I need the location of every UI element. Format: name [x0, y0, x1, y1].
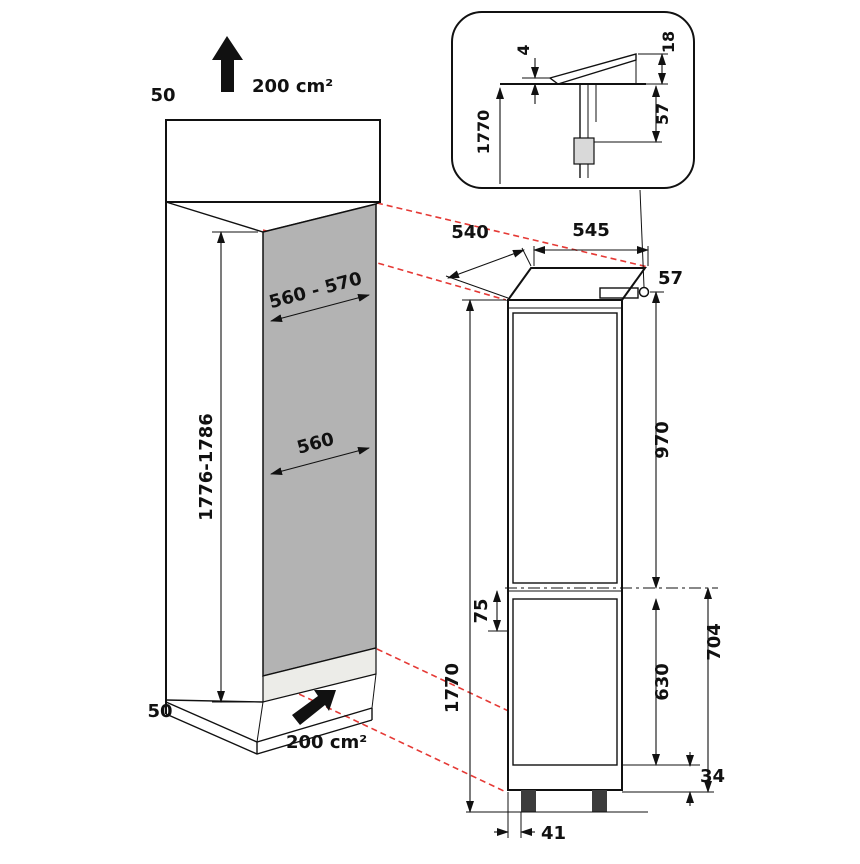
dim-upper-door-970: 970 [652, 421, 673, 459]
niche-floor-right-leg [371, 673, 377, 709]
upper-door [512, 312, 618, 584]
label-vent-area-top: 200 cm² [252, 76, 333, 97]
height-dimension: 1770 [442, 299, 506, 813]
appliance-drawing: 540 545 57 970 630 704 [442, 189, 725, 844]
dim-depth-540: 540 [451, 222, 489, 243]
dim-lower-section-704: 704 [704, 623, 725, 661]
niche-drawing: 1776-1786 560 - 570 560 200 cm² 50 200 c… [147, 36, 381, 755]
detail-inset: 4 18 57 1770 [451, 11, 695, 189]
detail-leader-line [639, 189, 645, 288]
dim-lower-door-630: 630 [652, 663, 673, 701]
lower-door [512, 598, 618, 766]
niche-floor-left-leg [256, 701, 264, 743]
dim-clearance-top: 50 [150, 85, 175, 106]
depth-dimension: 540 [445, 222, 532, 299]
lower-door-dimension: 630 [622, 598, 700, 766]
detail-hinge-block [573, 137, 595, 165]
dim-clearance-bottom: 50 [147, 701, 172, 722]
detail-flap-dimension: 18 [638, 31, 678, 85]
label-vent-area-bottom: 200 cm² [286, 732, 367, 753]
niche-height-dimension: 1776-1786 [196, 231, 258, 703]
foot-inset-dimension: 41 [494, 792, 566, 844]
dim-detail-4: 4 [514, 44, 533, 55]
dim-gap-75: 75 [471, 598, 492, 623]
width-dimension: 545 [533, 220, 649, 266]
hinge-cover [599, 287, 639, 299]
appliance-front-face [507, 299, 623, 791]
projection-line-top-right [376, 202, 649, 268]
detail-gap-dimension: 4 [514, 44, 539, 104]
detail-inset-frame [451, 11, 695, 189]
lower-section-dimension: 704 [622, 587, 725, 793]
door-gap-dimension: 75 [471, 590, 508, 632]
dim-height-1770: 1770 [442, 663, 463, 713]
left-foot [521, 790, 536, 812]
dim-detail-57: 57 [653, 103, 672, 125]
label-hinge-57: 57 [658, 268, 683, 289]
dim-width-545: 545 [572, 220, 610, 241]
dim-foot-inset-41: 41 [541, 823, 566, 844]
hinge-pin-marker [638, 286, 650, 298]
projection-line-bottom-left [262, 676, 507, 793]
dim-detail-1770: 1770 [474, 110, 493, 155]
dim-detail-18: 18 [659, 31, 678, 53]
plinth-base-frame [165, 701, 373, 755]
appliance-top-face [506, 267, 647, 301]
niche-top-box [165, 119, 381, 203]
detail-hinge-dimension: 57 [594, 85, 672, 143]
detail-height-dimension: 1770 [474, 87, 504, 184]
dim-niche-height: 1776-1786 [196, 413, 217, 521]
upper-door-dimension: 970 [650, 291, 673, 589]
plinth-dimension: 34 [686, 752, 725, 806]
top-vent-arrow-icon [212, 36, 243, 92]
bottom-vent-arrow-icon [292, 690, 336, 725]
dim-plinth-34: 34 [700, 766, 725, 787]
right-foot [592, 790, 607, 812]
